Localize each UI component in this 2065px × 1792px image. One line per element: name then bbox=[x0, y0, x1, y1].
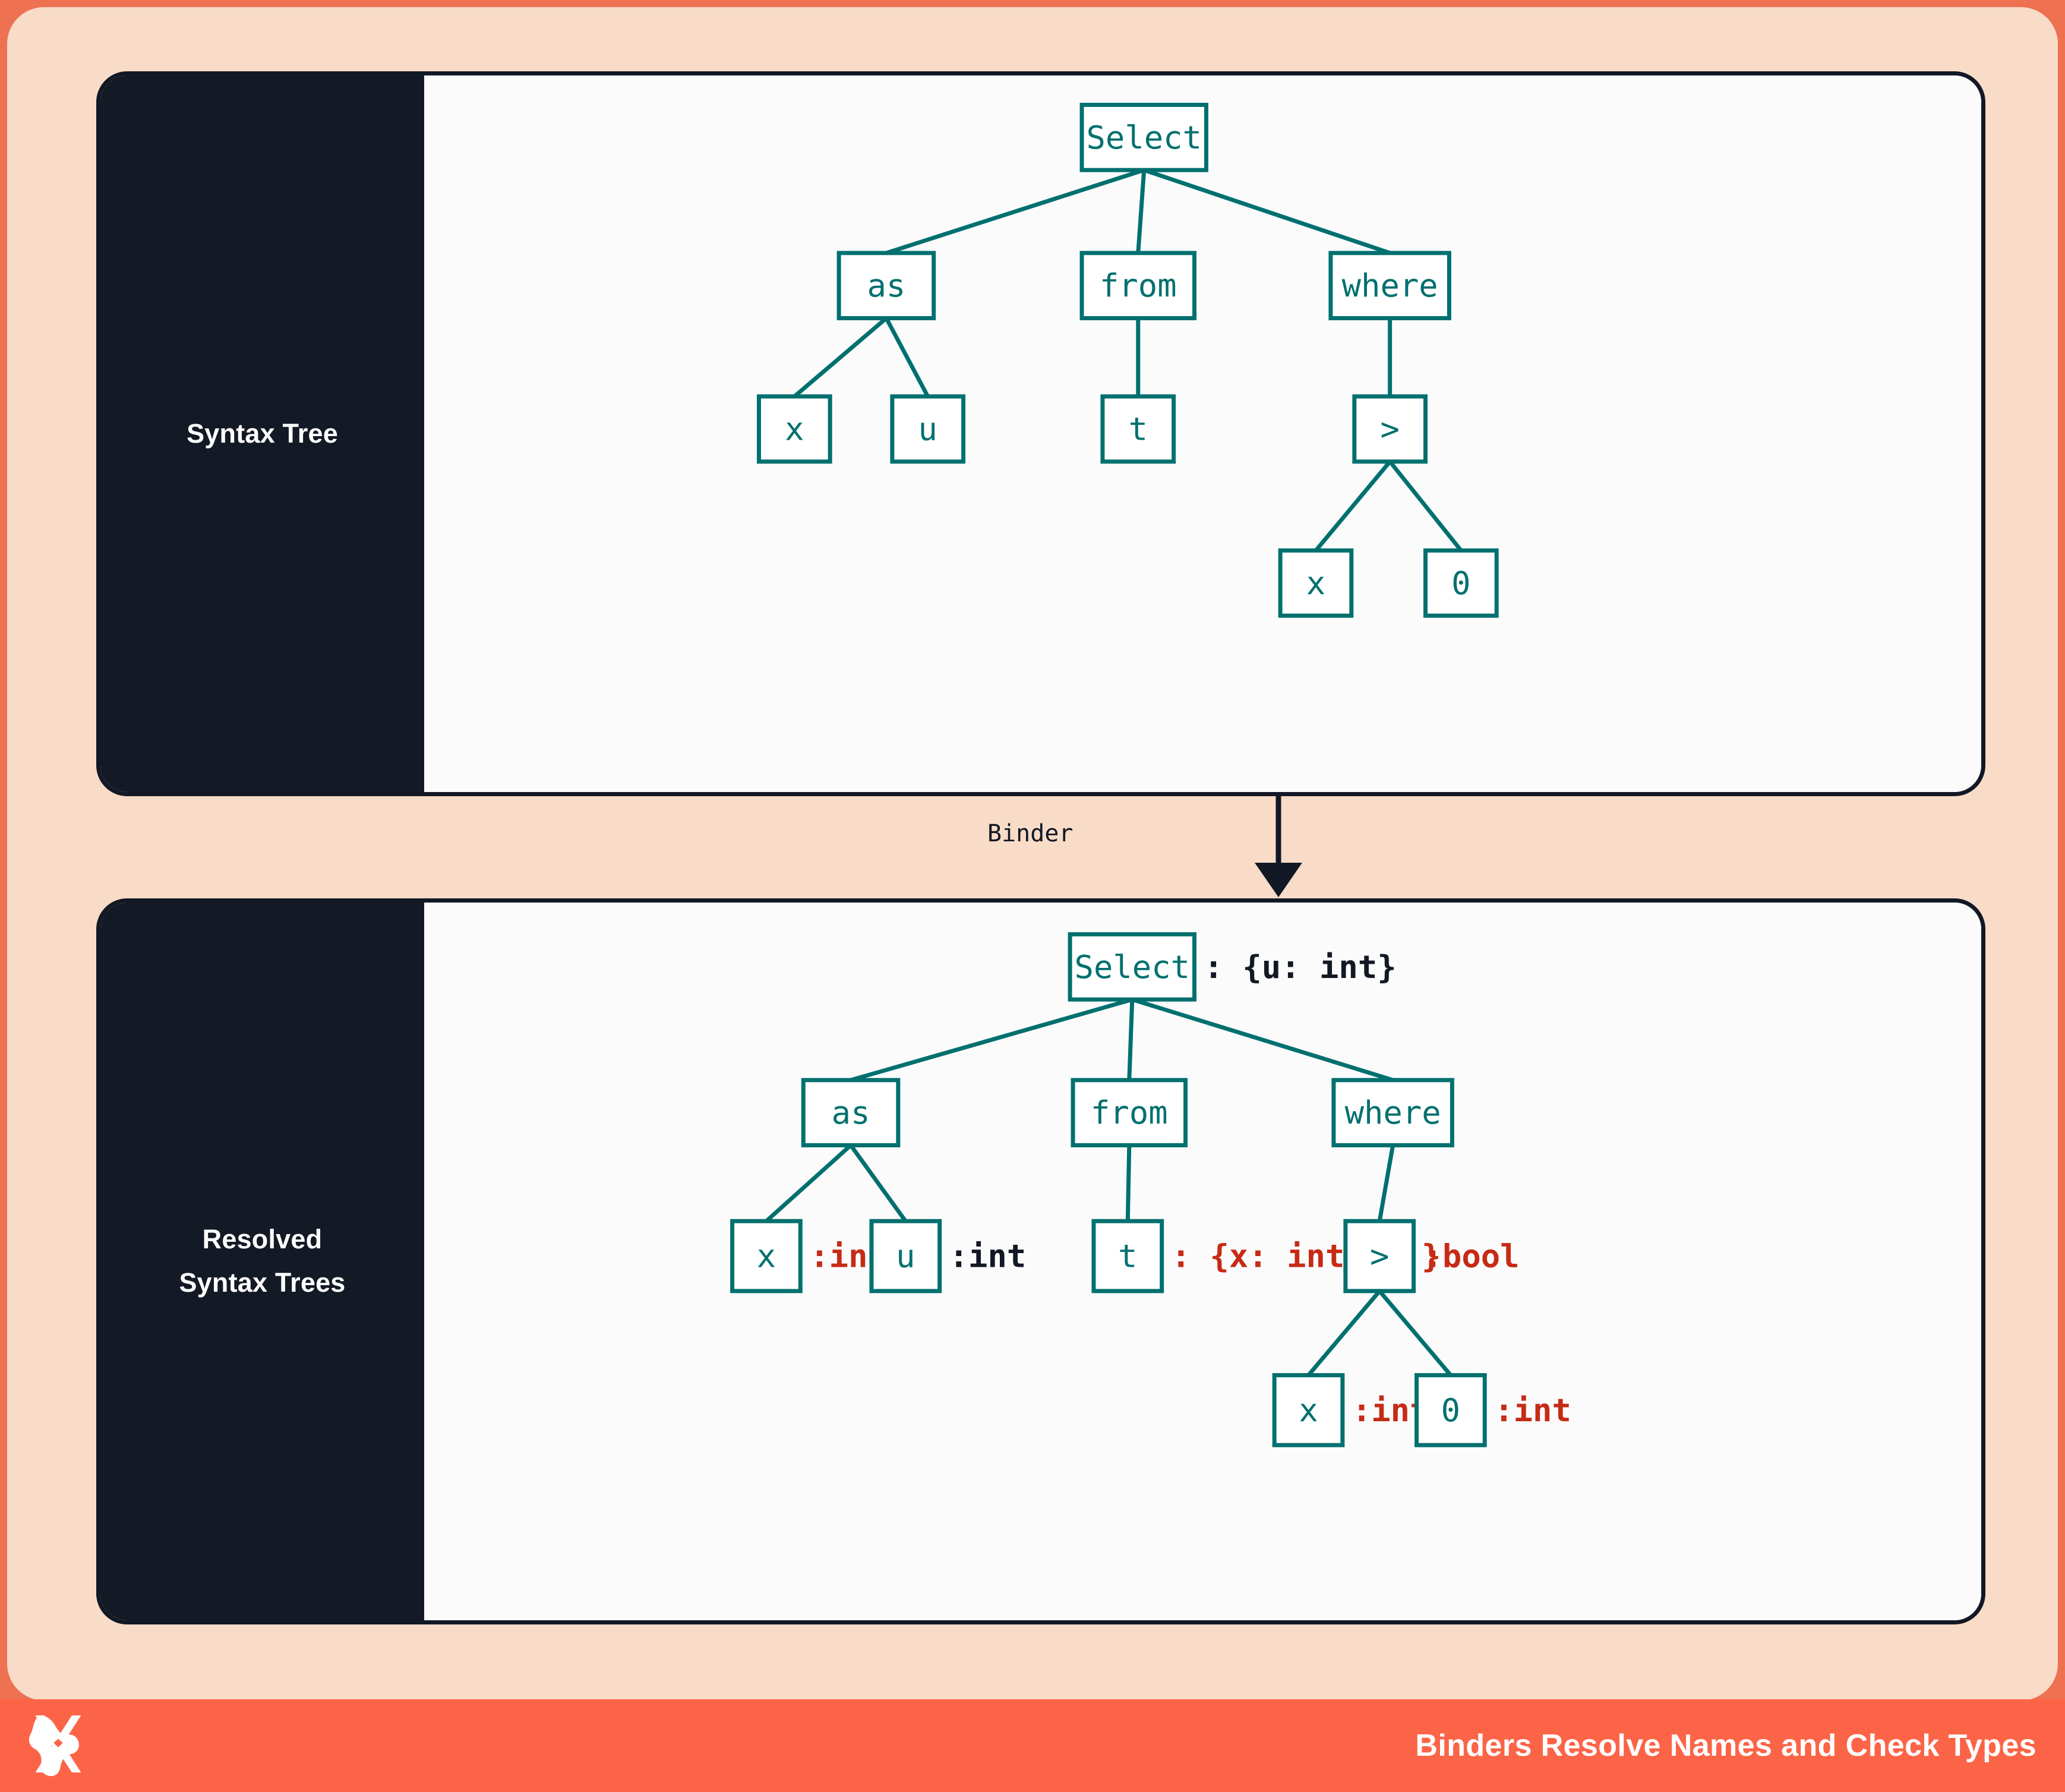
binder-arrow-svg bbox=[1255, 796, 1302, 897]
poster-canvas: Syntax Tree Select as from where x u t > x 0 Bind… bbox=[7, 7, 2058, 1700]
tree-node-type-annotation: :int bbox=[1494, 1392, 1571, 1429]
panel-bottom-sidebar: Resolved Syntax Trees bbox=[100, 903, 424, 1620]
tree-node-label: t bbox=[1129, 411, 1148, 448]
tree-node-box bbox=[1328, 251, 1451, 321]
tree-node-box bbox=[1272, 1373, 1345, 1447]
x-star-logo-icon bbox=[29, 1715, 81, 1777]
tree-edge bbox=[885, 168, 1145, 255]
syntax-tree-diagram: Select as from where x u t > x 0 bbox=[757, 102, 1499, 618]
tree-node-label: 0 bbox=[1441, 1392, 1460, 1429]
tree-node[interactable]: where bbox=[1328, 251, 1451, 321]
tree-node-box bbox=[1423, 548, 1499, 618]
panel-top-title: Syntax Tree bbox=[187, 418, 338, 449]
panel-bottom-title: Resolved Syntax Trees bbox=[179, 1218, 345, 1305]
panel-resolved-syntax-trees: Resolved Syntax Trees Select : {u: int} as… bbox=[96, 898, 1985, 1624]
tree-edge bbox=[1378, 1289, 1453, 1377]
tree-node-label: > bbox=[1370, 1238, 1389, 1275]
tree-edge bbox=[1125, 1145, 1132, 1222]
tree-edge bbox=[1136, 169, 1147, 254]
tree-node[interactable]: x bbox=[1278, 548, 1354, 618]
tree-node[interactable]: Select : {u: int} bbox=[1068, 932, 1397, 1002]
tree-node-box bbox=[1071, 1078, 1188, 1148]
tree-edge bbox=[1143, 168, 1391, 255]
tree-node-box bbox=[890, 394, 966, 464]
tree-edge bbox=[1314, 460, 1392, 552]
tree-node-label: Select bbox=[1087, 119, 1202, 156]
panel-syntax-tree: Syntax Tree Select as from where x u t > x 0 bbox=[96, 71, 1985, 796]
tree-node-label: u bbox=[896, 1238, 915, 1275]
tree-node-label: as bbox=[832, 1094, 870, 1131]
tree-node-label: u bbox=[918, 411, 937, 448]
tree-node[interactable]: Select bbox=[1079, 102, 1208, 172]
tree-node[interactable]: x:int bbox=[730, 1219, 887, 1293]
tree-node[interactable]: u :int bbox=[869, 1219, 1027, 1293]
tree-node-box bbox=[801, 1078, 901, 1148]
tree-node-type-annotation: :bool bbox=[1423, 1238, 1520, 1275]
tree-node-box bbox=[1079, 251, 1197, 321]
tree-node[interactable]: u bbox=[890, 394, 966, 464]
tree-node[interactable]: where bbox=[1331, 1078, 1454, 1148]
tree-node-box bbox=[1414, 1373, 1487, 1447]
tree-node-box bbox=[1068, 932, 1197, 1002]
tree-node-box bbox=[730, 1219, 803, 1293]
tree-node[interactable]: as bbox=[836, 251, 936, 321]
tree-node-label: as bbox=[867, 267, 906, 304]
tree-node-label: where bbox=[1345, 1094, 1441, 1131]
panel-bottom-title-line-2: Syntax Trees bbox=[179, 1267, 346, 1298]
tree-node-box bbox=[1352, 394, 1428, 464]
panel-top-sidebar: Syntax Tree bbox=[100, 75, 424, 792]
tree-edge bbox=[1127, 999, 1135, 1080]
tree-edge bbox=[849, 1144, 908, 1223]
tree-node-label: x bbox=[1299, 1392, 1318, 1429]
panel-bottom-title-line-1: Resolved bbox=[202, 1224, 323, 1255]
tree-node-box bbox=[1343, 1219, 1416, 1293]
tree-edge bbox=[765, 1143, 852, 1223]
tree-node-box bbox=[757, 394, 832, 464]
tree-node-label: from bbox=[1091, 1094, 1168, 1131]
tree-node-box bbox=[1278, 548, 1354, 618]
tree-node[interactable]: > :bool bbox=[1343, 1219, 1520, 1293]
tree-edge bbox=[1377, 1144, 1395, 1222]
tree-node-box bbox=[1091, 1219, 1164, 1293]
tree-node-label: Select bbox=[1075, 948, 1191, 986]
panel-top-body: Select as from where x u t > x 0 bbox=[424, 75, 1981, 792]
tree-node[interactable]: as bbox=[801, 1078, 901, 1148]
tree-node[interactable]: > bbox=[1352, 394, 1428, 464]
tree-node-label: 0 bbox=[1451, 564, 1470, 602]
footer-bar: Binders Resolve Names and Check Types bbox=[0, 1699, 2065, 1792]
tree-node-label: x bbox=[785, 411, 804, 448]
tree-node[interactable]: from bbox=[1071, 1078, 1188, 1148]
tree-node-type-annotation: :int bbox=[949, 1238, 1027, 1275]
tree-node-box bbox=[836, 251, 936, 321]
tree-node[interactable]: x:int bbox=[1272, 1373, 1429, 1447]
down-arrow-icon bbox=[1255, 863, 1302, 897]
tree-node-label: t bbox=[1118, 1238, 1137, 1275]
tree-node[interactable]: 0 :int bbox=[1414, 1373, 1571, 1447]
tree-node-box bbox=[1079, 102, 1208, 172]
tree-node-box bbox=[869, 1219, 942, 1293]
tree-edge bbox=[884, 317, 930, 397]
binder-label: Binder bbox=[987, 820, 1073, 847]
tree-node-type-annotation: : {u: int} bbox=[1204, 948, 1396, 986]
tree-node-box bbox=[1331, 1078, 1454, 1148]
tree-node-label: x bbox=[757, 1238, 776, 1275]
tree-node[interactable]: t bbox=[1100, 394, 1176, 464]
tree-node-label: x bbox=[1306, 564, 1325, 602]
tree-edge bbox=[1306, 1289, 1381, 1377]
tree-node-box bbox=[1100, 394, 1176, 464]
tree-node-label: from bbox=[1100, 267, 1177, 304]
tree-edge bbox=[1131, 997, 1394, 1083]
tree-node-label: where bbox=[1342, 267, 1438, 304]
tree-node-label: > bbox=[1380, 411, 1399, 448]
tree-edge bbox=[793, 316, 888, 398]
footer-title: Binders Resolve Names and Check Types bbox=[1415, 1728, 2036, 1763]
tree-edge bbox=[1388, 460, 1463, 552]
tree-node[interactable]: from bbox=[1079, 251, 1197, 321]
binder-connector bbox=[96, 796, 1985, 900]
tree-node[interactable]: x bbox=[757, 394, 832, 464]
tree-edge bbox=[850, 997, 1133, 1083]
tree-node[interactable]: 0 bbox=[1423, 548, 1499, 618]
